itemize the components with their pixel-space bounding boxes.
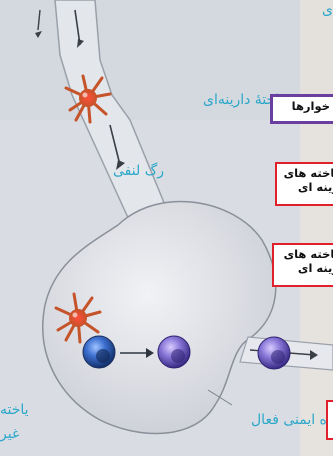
lymph-vessel-label: رگ لنفی bbox=[113, 163, 164, 179]
left-fragment-label-1: یاخته bbox=[0, 402, 29, 418]
label-box-2-line-1: یاخته های bbox=[283, 166, 333, 180]
top-fragment-label: ی bbox=[322, 2, 333, 18]
label-box-1-text: خوارها bbox=[292, 99, 330, 113]
label-box-3-line-2: رینه ای bbox=[280, 261, 333, 275]
active-immune-cell-label: ه ایمنی فعال bbox=[251, 412, 327, 428]
label-box-2: یاخته های رینه ای bbox=[275, 162, 333, 206]
label-box-1: خوارها bbox=[270, 94, 333, 124]
label-box-3-line-1: یاخته های bbox=[280, 247, 333, 261]
label-box-2-line-2: رینه ای bbox=[283, 180, 333, 194]
label-box-3: یاخته های رینه ای bbox=[272, 243, 333, 287]
left-fragment-label-2: غیر bbox=[0, 426, 19, 442]
label-box-4 bbox=[326, 400, 333, 440]
